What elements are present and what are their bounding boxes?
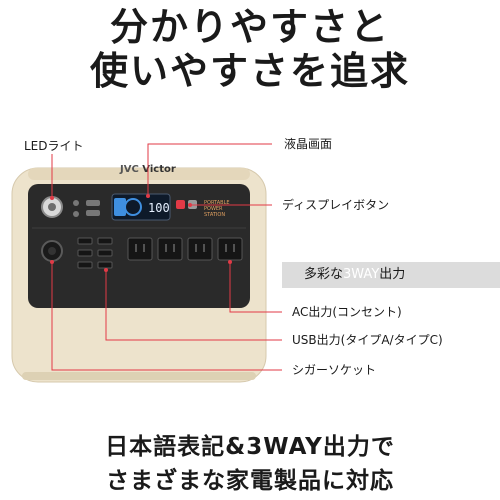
svg-text:STATION: STATION xyxy=(204,212,225,218)
lcd-digits: 100 xyxy=(148,201,170,215)
callout-lcd: 液晶画面 xyxy=(284,137,333,151)
three-way-panel-title: 多彩な3WAY出力 xyxy=(282,262,500,288)
callout-cigar-socket: シガーソケット xyxy=(292,363,377,377)
callout-led-light: LEDライト xyxy=(24,139,84,153)
svg-text:PORTABLE: PORTABLE xyxy=(204,200,230,206)
headline-line-2: 使いやすさを追求 xyxy=(89,49,410,93)
callout-usb-output: USB出力(タイプA/タイプC) xyxy=(292,333,443,347)
brand-logo: JVC Victor xyxy=(120,164,176,175)
housing-top xyxy=(28,168,250,180)
callout-ac-output: AC出力(コンセント) xyxy=(292,305,402,319)
footer-line-1: 日本語表記&3WAY出力で xyxy=(105,434,395,460)
callout-display-button: ディスプレイボタン xyxy=(282,198,390,212)
headline-line-1: 分かりやすさと xyxy=(109,5,390,49)
usb-port xyxy=(77,237,93,245)
ac-outlet xyxy=(127,237,153,261)
svg-text:POWER: POWER xyxy=(204,206,223,212)
footer-line-2: さまざまな家電製品に対応 xyxy=(106,468,394,494)
